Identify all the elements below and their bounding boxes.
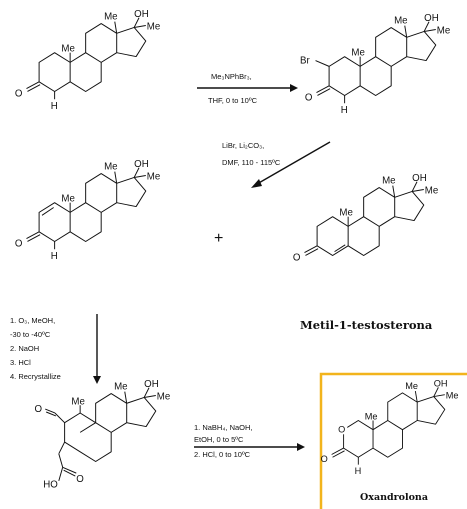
m2-methyl-17: Me [437,25,450,36]
molecule-2-bromo-ketone: Br O Me Me OH Me H [300,13,450,116]
m6-methyl-13: Me [405,381,418,391]
step1-conditions: THF, 0 to 10ºC [208,96,258,105]
m4-methyl-13: Me [382,176,395,187]
molecule-1-androstanolone: O Me Me OH Me H [15,9,160,112]
m6-carbonyl-oxygen: O [321,454,328,464]
m5-aldehyde-oxygen: O [35,404,43,415]
metil-1-testosterona-label: Metil-1-testosterona [300,318,433,332]
m3-methyl-10: Me [61,194,74,205]
m6-ring-oxygen: O [338,424,345,434]
step2-conditions: DMF, 110 - 115ºC [222,158,281,167]
step4-line-3: 2. HCl, 0 to 10ºC [194,450,251,459]
step4-line-2: EtOH, 0 to 5ºC [194,435,244,444]
m5-acid-hydroxyl: HO [43,480,58,491]
step3-line-2: -30 to -40ºC [10,330,51,339]
arrow-2-head [251,179,262,188]
m3-methyl-13: Me [104,162,117,173]
reaction-arrow-2 [256,141,331,185]
arrow-4-head [297,443,305,451]
m1-methyl-10: Me [61,44,74,55]
m1-methyl-17: Me [147,21,160,32]
m1-oxygen-3: O [15,88,23,99]
m4-hydroxyl: OH [412,173,427,184]
step1-reagent: Me₃NPhBr₃, [211,72,252,81]
step2-reagent: LiBr, Li₂CO₃, [222,141,264,150]
m6-methyl-10: Me [365,412,378,422]
m5-methyl-13: Me [114,382,127,393]
oxandrolona-label: Oxandrolona [360,492,428,503]
m3-hydrogen-5: H [51,251,58,262]
step3-line-1: 1. O₃, MeOH, [10,316,55,325]
m1-hydrogen-5: H [51,101,58,112]
m4-oxygen-3: O [293,252,301,263]
m2-oxygen-3: O [305,92,313,103]
molecule-6-oxandrolona: O O Me Me OH Me H [321,378,459,475]
step4-conditions: 1. NaBH₄, NaOH, EtOH, 0 to 5ºC 2. HCl, 0… [194,423,253,459]
molecule-3-delta1-ketone: O Me Me OH Me H [15,159,160,262]
step3-line-5: 4. Recrystallize [10,372,61,381]
arrow-1-head [290,84,298,92]
m6-methyl-17: Me [446,390,459,400]
m5-hydroxyl: OH [144,379,159,390]
m2-methyl-10: Me [351,48,364,59]
molecule-4-metil-1-testosterona: O Me Me OH Me [293,173,438,264]
m1-hydroxyl: OH [134,9,149,20]
m3-hydroxyl: OH [134,159,149,170]
arrow-3-head [93,376,101,384]
m2-methyl-13: Me [394,16,407,27]
m6-hydrogen-5: H [355,466,362,476]
m4-methyl-17: Me [425,185,438,196]
m5-acid-oxygen: O [76,474,84,485]
m1-methyl-13: Me [104,12,117,23]
m2-hydrogen-5: H [341,105,348,116]
step3-conditions: 1. O₃, MeOH, -30 to -40ºC 2. NaOH 3. HCl… [10,316,61,381]
m6-hydroxyl: OH [434,378,448,388]
molecule-5-seco-acid: O Me Me OH Me HO O [35,379,171,491]
m2-bromine: Br [300,55,310,66]
m5-methyl-10: Me [71,396,84,407]
step4-line-1: 1. NaBH₄, NaOH, [194,423,253,432]
m3-oxygen-3: O [15,238,23,249]
oxandrolone-highlight-box [319,372,467,509]
m4-methyl-10: Me [339,208,352,219]
step3-line-4: 3. HCl [10,358,31,367]
plus-sign: + [214,230,223,247]
m5-methyl-17: Me [157,391,170,402]
step3-line-3: 2. NaOH [10,344,39,353]
m3-methyl-17: Me [147,171,160,182]
m2-hydroxyl: OH [424,13,439,24]
